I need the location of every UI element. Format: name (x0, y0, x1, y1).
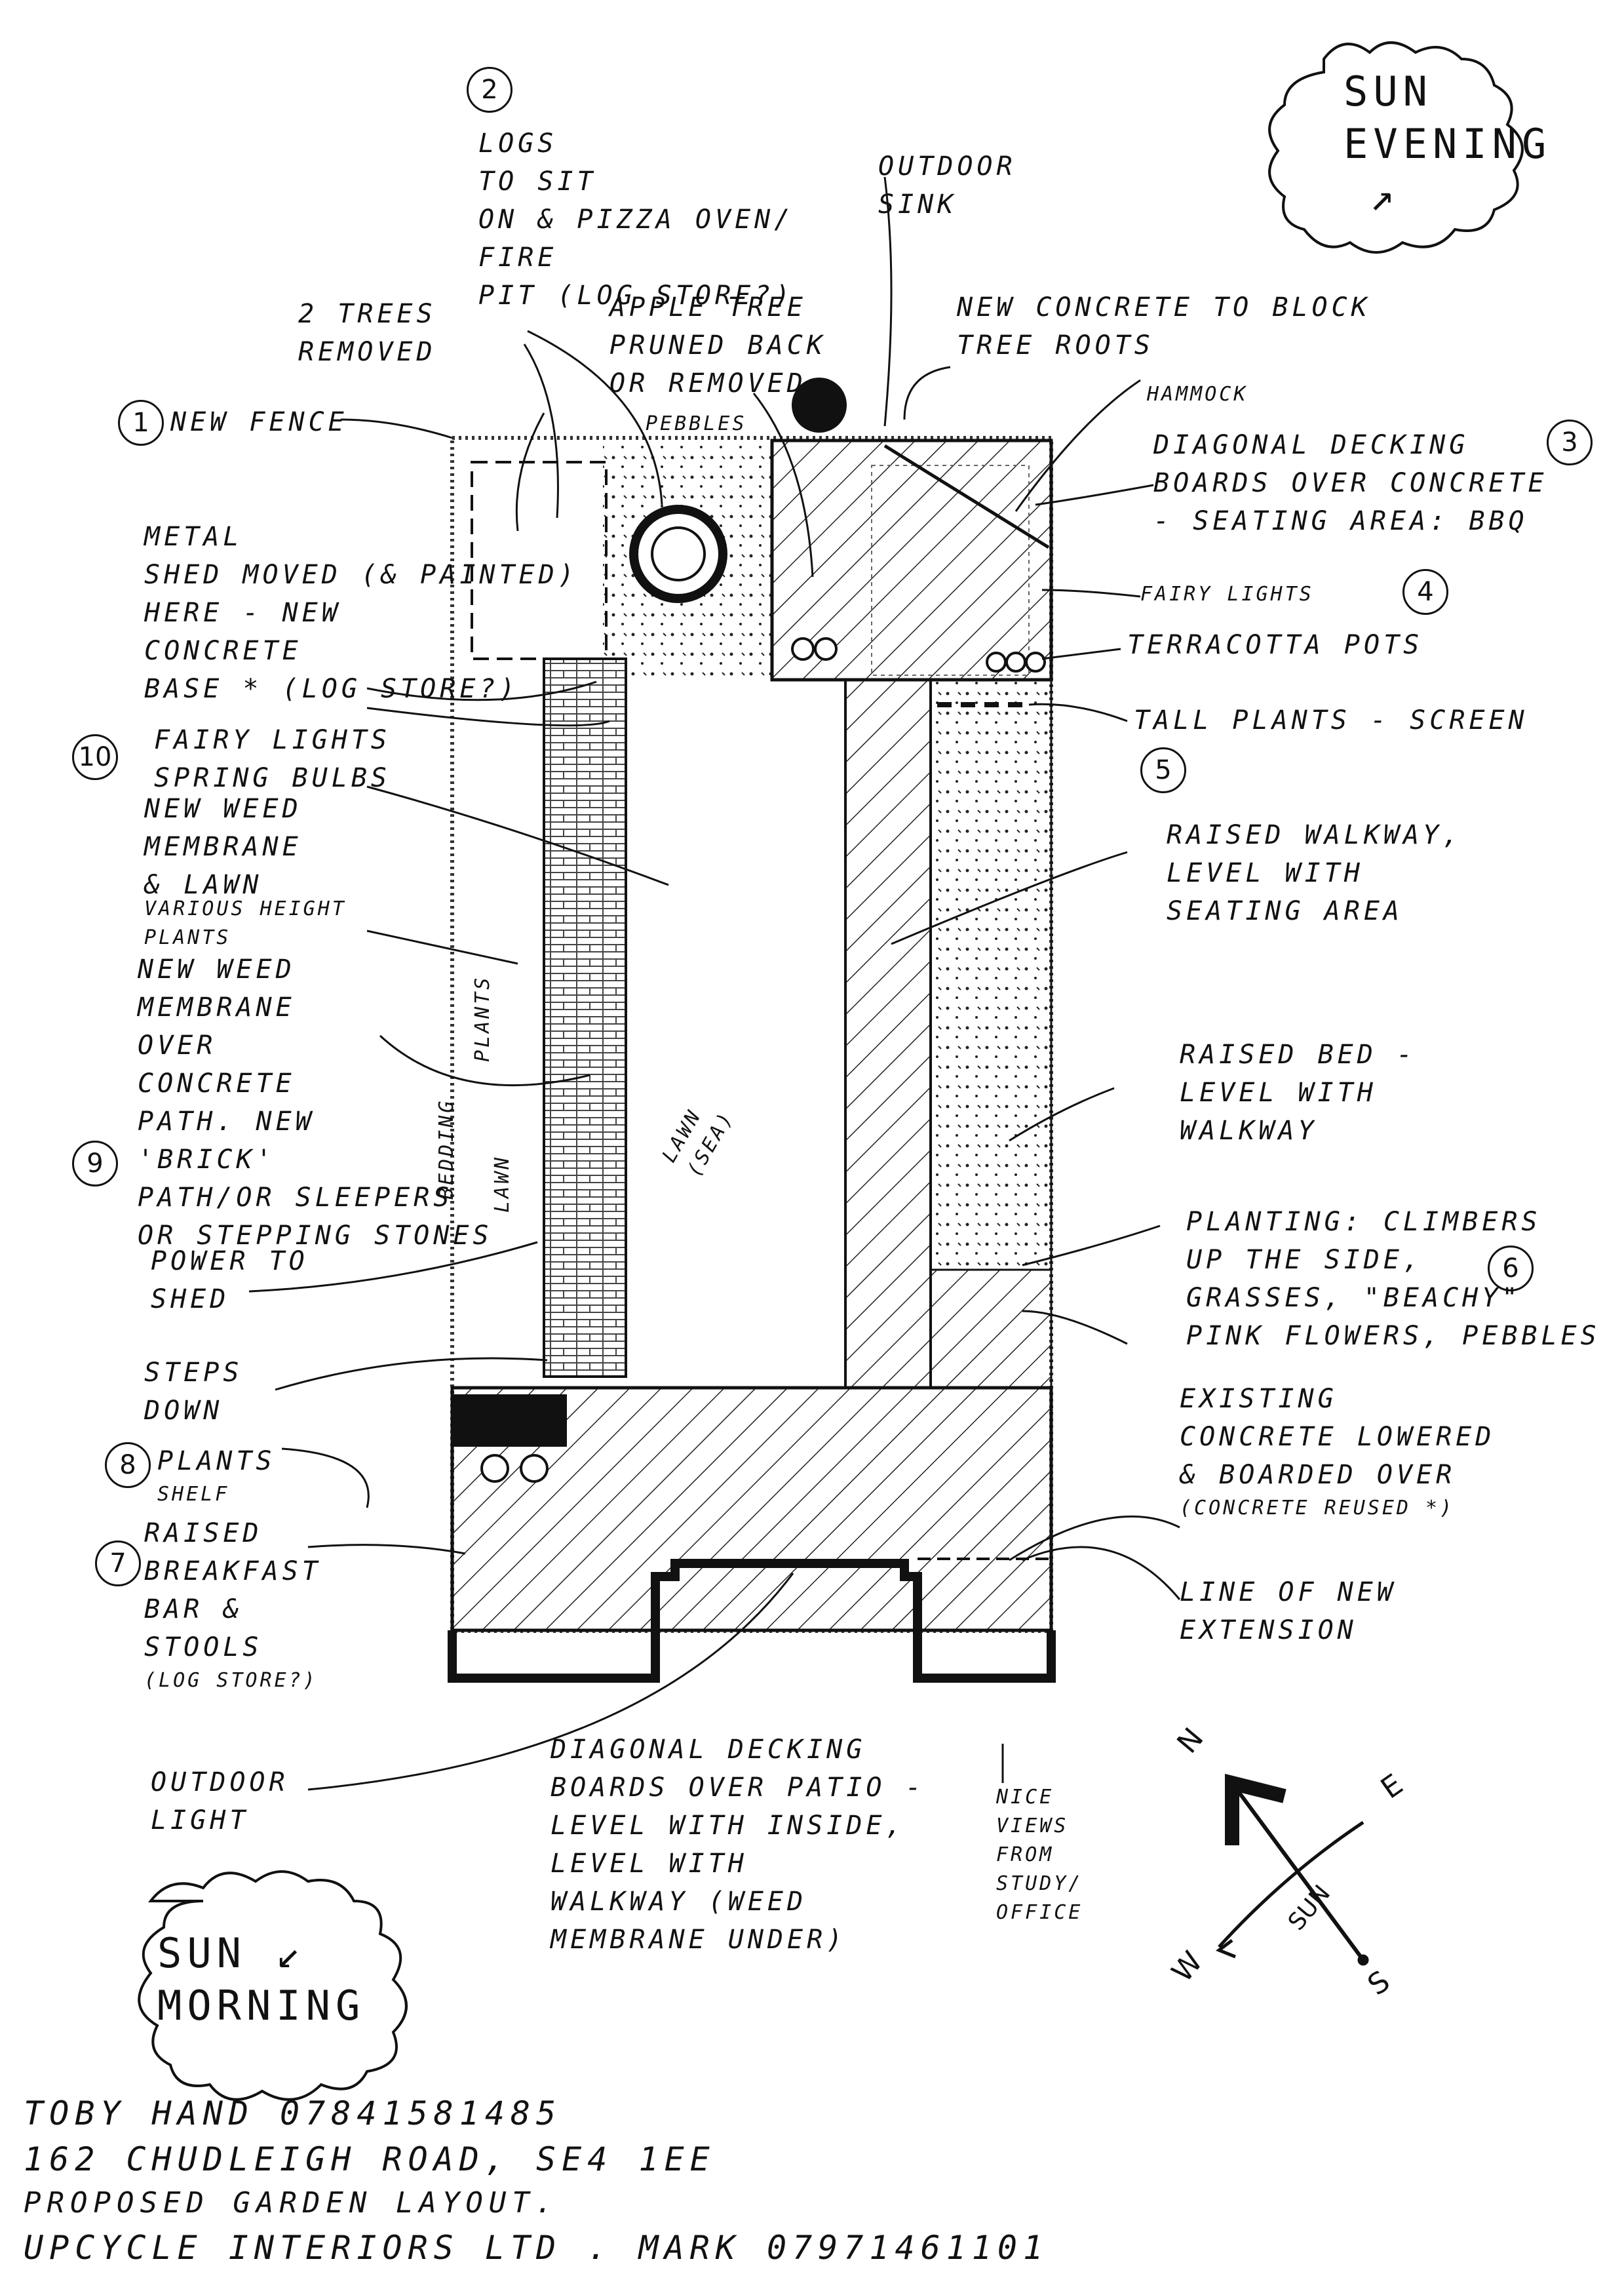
raised-walkway (844, 678, 932, 1389)
new-fence-label: NEW FENCE (170, 407, 348, 437)
label-num-9: 9 (72, 1141, 118, 1187)
label-num-3: 3 (1547, 420, 1593, 465)
brick-path (543, 657, 627, 1378)
hammock-label: HAMMOCK (1147, 383, 1248, 406)
footer-contact: TOBY HAND 07841581485 (24, 2094, 562, 2132)
sun-evening-cloud (1268, 41, 1524, 254)
sun-morning-label: SUN ↙ MORNING (157, 1929, 366, 2030)
footer-address: 162 CHUDLEIGH ROAD, SE4 1EE (24, 2140, 716, 2178)
fairy-lights-right-label: FAIRY LIGHTS (1140, 583, 1314, 606)
sun-morning-cloud (138, 1870, 408, 2101)
house-wall (448, 1559, 1056, 1683)
lawn-vertical-label: LAWN (491, 1154, 514, 1213)
label-num-2: 2 (467, 67, 512, 113)
raised-bed (929, 678, 1053, 1271)
label-num-6: 6 (1488, 1246, 1534, 1291)
compass-rose (1215, 1773, 1369, 1966)
plants-shelf (452, 1394, 567, 1447)
bedding-label: BEDDING (435, 1098, 458, 1200)
terracotta-pots-label: TERRACOTTA POTS (1127, 630, 1423, 660)
sun-evening-label: SUN EVENING ↗ (1344, 68, 1552, 220)
tall-plants-label: TALL PLANTS - SCREEN (1134, 705, 1528, 736)
label-num-10: 10 (72, 734, 118, 780)
label-num-4: 4 (1402, 569, 1448, 615)
decking-seating-area (770, 439, 1053, 682)
plants-vertical-label: PLANTS (471, 975, 494, 1062)
label-num-7: 7 (95, 1540, 141, 1586)
footer-title: PROPOSED GARDEN LAYOUT. (24, 2186, 559, 2220)
label-num-8: 8 (105, 1442, 151, 1488)
label-num-5: 5 (1140, 747, 1186, 793)
pebbles-label: PEBBLES (646, 412, 747, 435)
label-num-1: 1 (118, 400, 164, 446)
apple-tree (792, 378, 847, 433)
footer-company: UPCYCLE INTERIORS LTD . MARK 07971461101 (24, 2229, 1049, 2267)
